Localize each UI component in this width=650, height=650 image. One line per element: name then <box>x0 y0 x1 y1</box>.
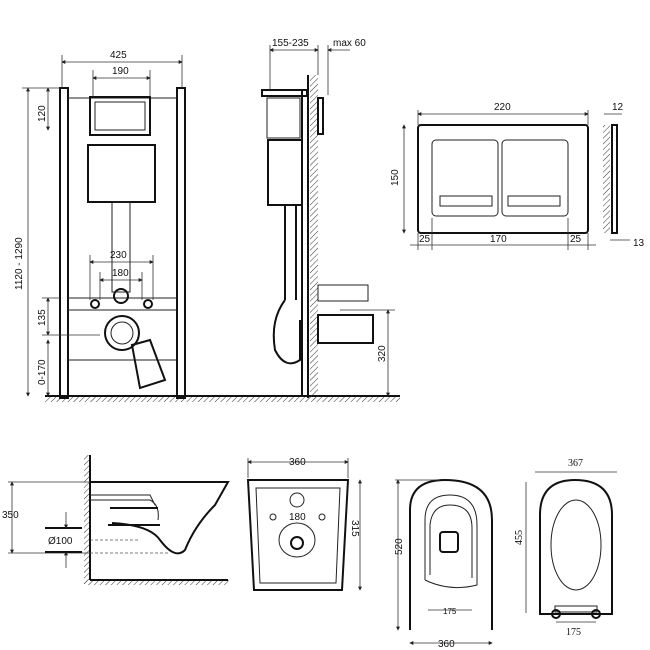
flush-plate-view: 220 150 25 170 25 12 13 <box>390 102 645 250</box>
dim-top-width: 360 <box>438 639 455 650</box>
dim-bolt-inner: 180 <box>112 268 129 279</box>
dim-outlet-diameter: Ø100 <box>48 536 73 547</box>
dim-plate-w: 220 <box>494 102 511 113</box>
dim-hinge-spacing-top: 175 <box>443 607 457 616</box>
frame-side-view: 155-235 max 60 320 <box>261 38 395 400</box>
dim-plate-h: 150 <box>390 169 401 186</box>
toilet-back-view: 180 360 315 <box>246 457 362 591</box>
dim-frame-height: 1120 - 1290 <box>14 237 25 290</box>
dim-plate-thickness: 12 <box>612 102 624 113</box>
dim-bolt-spacing: 180 <box>289 512 306 523</box>
dim-seat-length: 455 <box>514 530 525 545</box>
dim-back-depth: 315 <box>349 520 360 537</box>
frame-front-view: 425 190 1120 - 1290 120 135 0-170 230 18… <box>14 50 400 402</box>
dim-frame-depth: 155-235 <box>272 38 309 49</box>
dim-outlet-floor: 320 <box>377 345 388 362</box>
toilet-top-view: 175 520 360 <box>394 478 493 650</box>
dim-button-span: 170 <box>490 234 507 245</box>
dim-top-length: 520 <box>394 538 405 555</box>
dim-frame-width: 425 <box>110 50 127 61</box>
dim-outlet-height: 135 <box>37 309 48 326</box>
dim-margin-right: 25 <box>570 234 582 245</box>
dim-max-wall: max 60 <box>333 38 366 49</box>
dim-seat-hinge-spacing: 175 <box>566 627 581 638</box>
dim-toilet-height: 350 <box>2 510 19 521</box>
dim-plate-height: 120 <box>37 105 48 122</box>
seat-view: 367 455 175 <box>514 458 617 638</box>
dim-seat-width: 367 <box>568 458 583 469</box>
toilet-side-view: 350 Ø100 <box>2 455 230 585</box>
dim-bolt-outer: 230 <box>110 250 127 261</box>
dim-leg-adjust: 0-170 <box>37 359 48 385</box>
dim-side-offset: 13 <box>633 238 645 249</box>
dim-margin-left: 25 <box>419 234 431 245</box>
dim-plate-width: 190 <box>112 66 129 77</box>
dim-back-width: 360 <box>289 457 306 468</box>
